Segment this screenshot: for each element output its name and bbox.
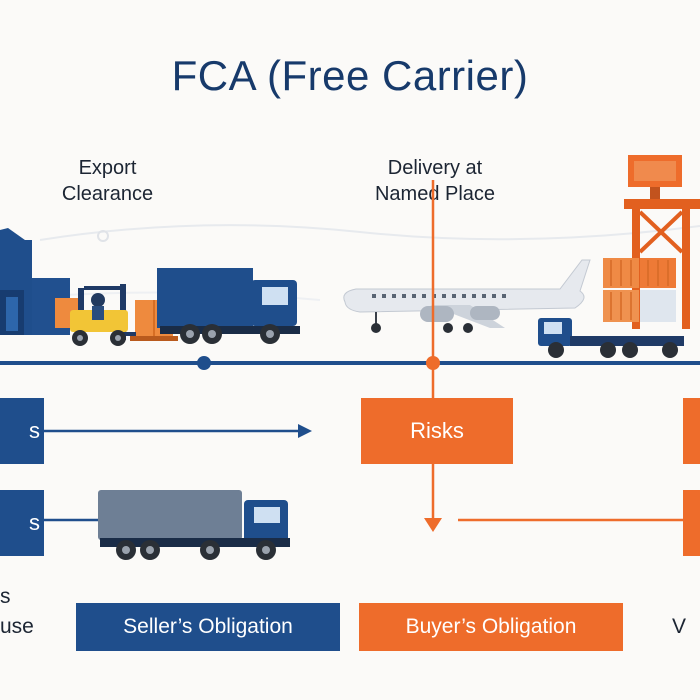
buyer-obligation-legend: Buyer’s Obligation [359, 603, 623, 651]
grey-truck-icon [98, 490, 290, 560]
containers-icon [603, 258, 676, 322]
forklift-icon [70, 284, 136, 346]
container-truck-icon [538, 318, 684, 358]
buyer-box-top-cut [683, 398, 700, 464]
blue-truck-icon [157, 268, 300, 344]
airplane-icon [343, 259, 591, 333]
delivery-label: Delivery at Named Place [355, 155, 515, 207]
left-cut-line1: s [0, 585, 11, 608]
seller-box-top: s [0, 398, 44, 464]
transfer-arrow-head [424, 518, 442, 532]
seller-obligation-legend: Seller’s Obligation [76, 603, 340, 651]
export-clearance-label: Export Clearance [40, 155, 175, 207]
right-cut-text: V [672, 615, 687, 638]
delivery-line1: Delivery at [387, 157, 483, 179]
timeline-dot-export [197, 356, 211, 370]
page-title: FCA (Free Carrier) [171, 52, 529, 99]
export-clearance-line1: Export [78, 157, 137, 179]
risks-box: Risks [361, 398, 513, 464]
delivery-line2: Named Place [374, 183, 496, 205]
left-cut-text: s use [0, 582, 60, 642]
left-cut-line2: use [0, 615, 34, 638]
buyer-box-bottom-cut [683, 490, 700, 556]
export-clearance-line2: Clearance [61, 183, 154, 205]
seller-box-bottom: s [0, 490, 44, 556]
